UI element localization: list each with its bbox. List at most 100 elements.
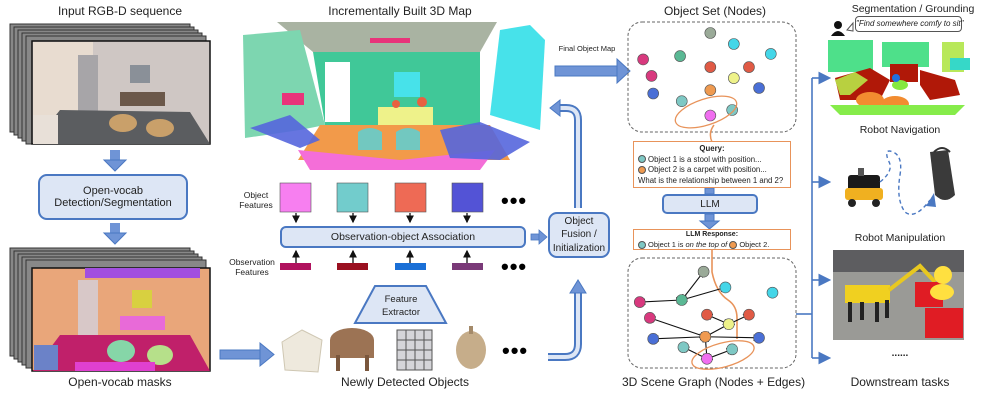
scene-graph-node (719, 281, 732, 294)
feature-down-arrows (292, 213, 471, 224)
scene-graph-node (701, 308, 713, 321)
object-features-ellipsis: ••• (501, 188, 528, 213)
scene-graph-edge (652, 333, 707, 342)
object-set-node (704, 109, 717, 122)
object-set-node (645, 70, 658, 82)
llm-box: LLM (662, 194, 758, 214)
response-suffix: Object 2. (739, 239, 770, 249)
scene-graph-node (743, 308, 755, 321)
object-feature-2 (394, 182, 427, 213)
arrow-down-2 (102, 223, 128, 245)
downstream-ellipsis: ...... (891, 348, 909, 359)
llm-response-box: LLM Response: Object 1 is on the top of … (633, 229, 791, 250)
response-title: LLM Response (685, 231, 736, 238)
object-window (396, 329, 433, 371)
scene-graph-node (677, 341, 690, 354)
downstream-connector (796, 71, 832, 365)
scene-graph-node (699, 330, 712, 343)
detection-segmentation-box: Open-vocab Detection/Segmentation (38, 174, 188, 220)
scene-graph-node (722, 318, 735, 330)
scene-graph-node (697, 265, 710, 278)
query-line-2: Object 2 is a carpet with position... (648, 165, 767, 175)
scene-graph-node (701, 352, 713, 365)
speech-tail (846, 21, 854, 32)
arrow-final-object-map (554, 57, 631, 85)
query-title: Query (699, 144, 722, 153)
response-prefix: Object 1 is (648, 239, 686, 249)
arrow-fusion-to-map (549, 98, 582, 208)
object-set-node (728, 38, 740, 50)
scene-graph-node (644, 312, 656, 324)
object1-dot-icon (638, 155, 646, 164)
user-query-bubble: "Find somewhere comfy to sit" (855, 16, 964, 32)
arrow-masks-to-objects (219, 341, 275, 368)
map-title: Incrementally Built 3D Map (328, 4, 472, 18)
mask-frame (31, 267, 211, 372)
input-rgb-frame (31, 40, 211, 145)
observation-features-ellipsis: ••• (501, 254, 528, 279)
manipulation-title: Robot Manipulation (854, 232, 946, 244)
arrow-objects-to-fusion (548, 279, 587, 361)
arrow-llm-to-response (698, 213, 721, 230)
observation-features-label: Observation Features (229, 257, 275, 277)
scene-graph-node (675, 294, 688, 306)
object-set-node (675, 95, 688, 107)
object-set-node (726, 104, 738, 116)
object-set-node (704, 61, 717, 73)
3d-map-pointcloud (243, 22, 545, 170)
object-set-node (704, 27, 717, 39)
object-set-nodes (637, 27, 777, 122)
scene-graph-edges (638, 270, 761, 360)
robot-manipulation-image (833, 250, 964, 340)
object-set-node (728, 72, 740, 84)
object-set-node (647, 87, 660, 100)
input-sequence-title: Input RGB-D sequence (57, 4, 183, 18)
scene-graph-title: 3D Scene Graph (Nodes + Edges) (622, 375, 806, 389)
observation-features-row (280, 263, 483, 270)
object-stool (330, 328, 374, 371)
object-feature-3 (451, 182, 484, 213)
masks-title: Open-vocab masks (68, 375, 172, 389)
feature-extractor-label: Feature Extractor (381, 294, 420, 318)
feature-extractor-shape (353, 285, 448, 324)
scene-graph-node (753, 331, 765, 344)
arrow-association-to-fusion (530, 229, 548, 245)
orange-link-bottom (711, 249, 738, 339)
scene-graph-node (726, 343, 738, 356)
object-feature-0 (279, 182, 312, 213)
user-icon (831, 21, 845, 36)
object-set-title: Object Set (Nodes) (663, 4, 767, 18)
object-pillow (281, 329, 323, 373)
observation-feature-1 (337, 263, 368, 270)
scene-graph-highlight (691, 340, 755, 370)
robot-navigation-image (845, 147, 955, 215)
object1-dot-icon (638, 240, 646, 249)
scene-graph-edge (704, 333, 761, 341)
query-box: Query: Object 1 is a stool with position… (633, 141, 791, 188)
objects-ellipsis: ••• (502, 338, 529, 363)
scene-graph-edge (680, 285, 727, 302)
detected-objects (281, 326, 486, 373)
object-fusion-box: Object Fusion / Initialization (548, 212, 610, 258)
orange-link-top (709, 124, 715, 143)
object-features-label: Object Features (239, 190, 273, 210)
object-set-highlight (674, 95, 738, 129)
observation-feature-0 (280, 263, 311, 270)
object-set-node (753, 82, 765, 94)
scene-graph-node (766, 286, 779, 299)
navigation-title: Robot Navigation (859, 124, 941, 136)
scene-graph-node (633, 296, 646, 308)
object2-dot-icon (729, 240, 738, 249)
observation-feature-2 (395, 263, 426, 270)
scene-graph-node (647, 333, 660, 345)
segmentation-title: Segmentation / Grounding (851, 3, 975, 15)
arrow-down-1 (102, 150, 128, 172)
segmentation-image (828, 40, 970, 115)
observation-up-arrows (292, 249, 471, 263)
object-set-node (764, 48, 777, 60)
object-set-panel (627, 21, 797, 133)
scene-graph-edge (648, 316, 707, 339)
query-line-1: Object 1 is a stool with position... (648, 154, 762, 164)
response-relation: on the top of (685, 239, 728, 249)
